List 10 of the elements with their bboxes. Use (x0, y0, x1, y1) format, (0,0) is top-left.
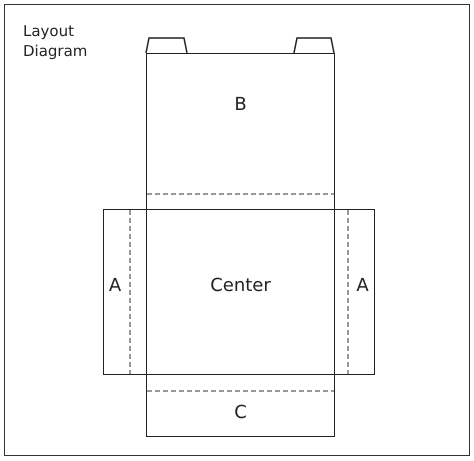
panel (334, 209, 375, 375)
panel-label: A (108, 275, 122, 297)
panel-label: A (355, 275, 370, 297)
panel-label: C (233, 402, 248, 424)
title: Layout Diagram (23, 21, 88, 61)
panel (103, 209, 147, 375)
panel-label: B (233, 94, 248, 116)
panel (146, 53, 335, 210)
panel (146, 374, 335, 437)
panel-label: Center (209, 275, 272, 297)
